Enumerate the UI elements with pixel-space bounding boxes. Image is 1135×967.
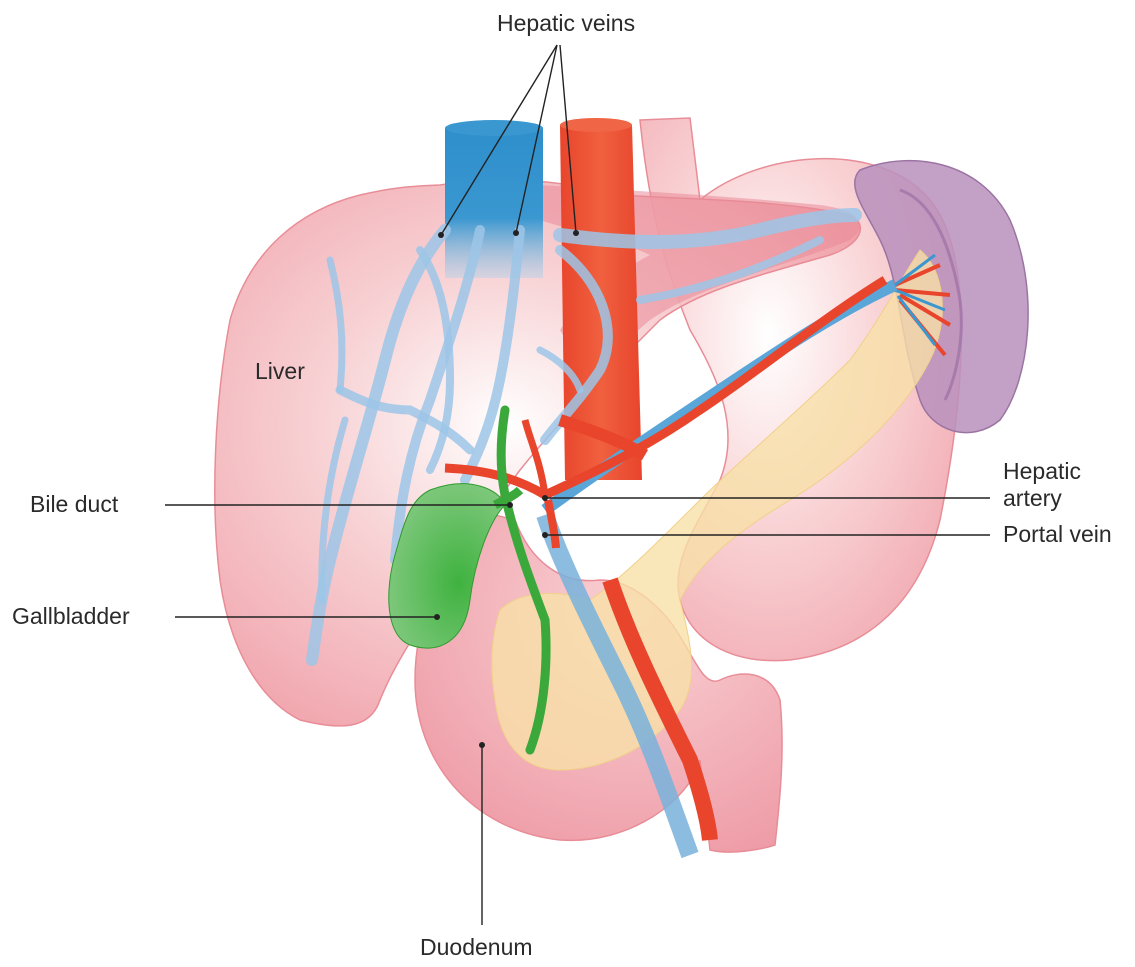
- label-bile-duct: Bile duct: [30, 491, 118, 518]
- label-portal-vein: Portal vein: [1003, 521, 1112, 548]
- label-hepatic-artery-line1: Hepatic: [1003, 458, 1081, 485]
- label-hepatic-veins: Hepatic veins: [497, 10, 635, 37]
- label-gallbladder: Gallbladder: [12, 603, 130, 630]
- label-hepatic-artery-line2: artery: [1003, 485, 1062, 512]
- label-duodenum: Duodenum: [420, 934, 533, 961]
- inferior-vena-cava: [445, 128, 543, 278]
- label-liver: Liver: [255, 358, 305, 385]
